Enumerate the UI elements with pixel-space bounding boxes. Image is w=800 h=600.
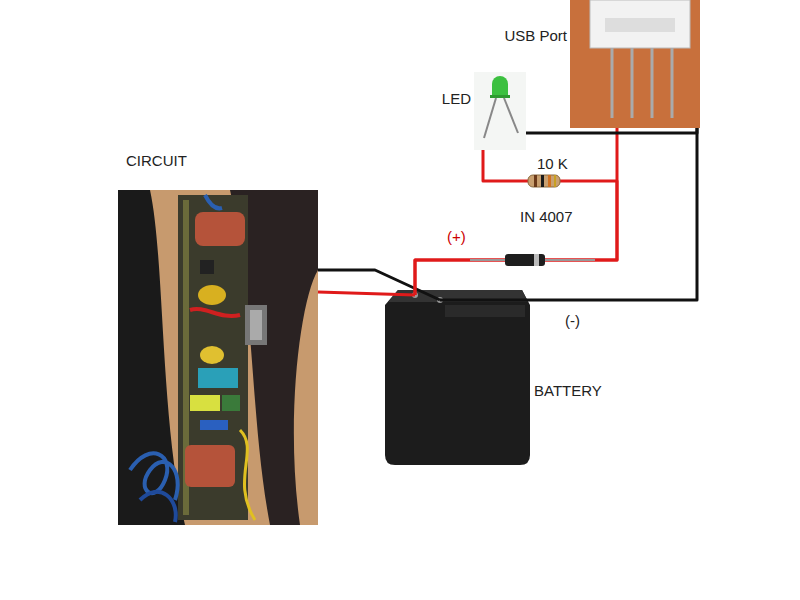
polarity-mark: (+) <box>447 228 466 245</box>
part-name: LED <box>442 90 471 107</box>
usb-port-picture <box>570 0 700 128</box>
usb-port: USB Port <box>570 0 700 128</box>
wire <box>318 292 415 295</box>
polarity-mark: (-) <box>565 312 580 329</box>
circuit-board: CIRCUIT <box>118 190 318 525</box>
wire <box>415 150 617 295</box>
diode-part-number: IN 4007 <box>520 208 573 225</box>
battery-picture <box>385 290 530 465</box>
part-name: CIRCUIT <box>126 152 187 169</box>
wire <box>526 128 697 133</box>
part-name: USB Port <box>504 27 567 44</box>
part-name: BATTERY <box>534 382 602 399</box>
circuit-board-picture <box>118 190 318 525</box>
diode-symbol <box>470 254 595 266</box>
resistor-value: 10 K <box>537 155 568 172</box>
resistor-symbol <box>528 175 560 187</box>
battery: BATTERY <box>385 285 530 465</box>
wire <box>440 128 697 300</box>
wire <box>415 128 617 295</box>
wire <box>318 270 440 300</box>
led: LED <box>474 72 526 150</box>
led-picture <box>474 72 526 150</box>
